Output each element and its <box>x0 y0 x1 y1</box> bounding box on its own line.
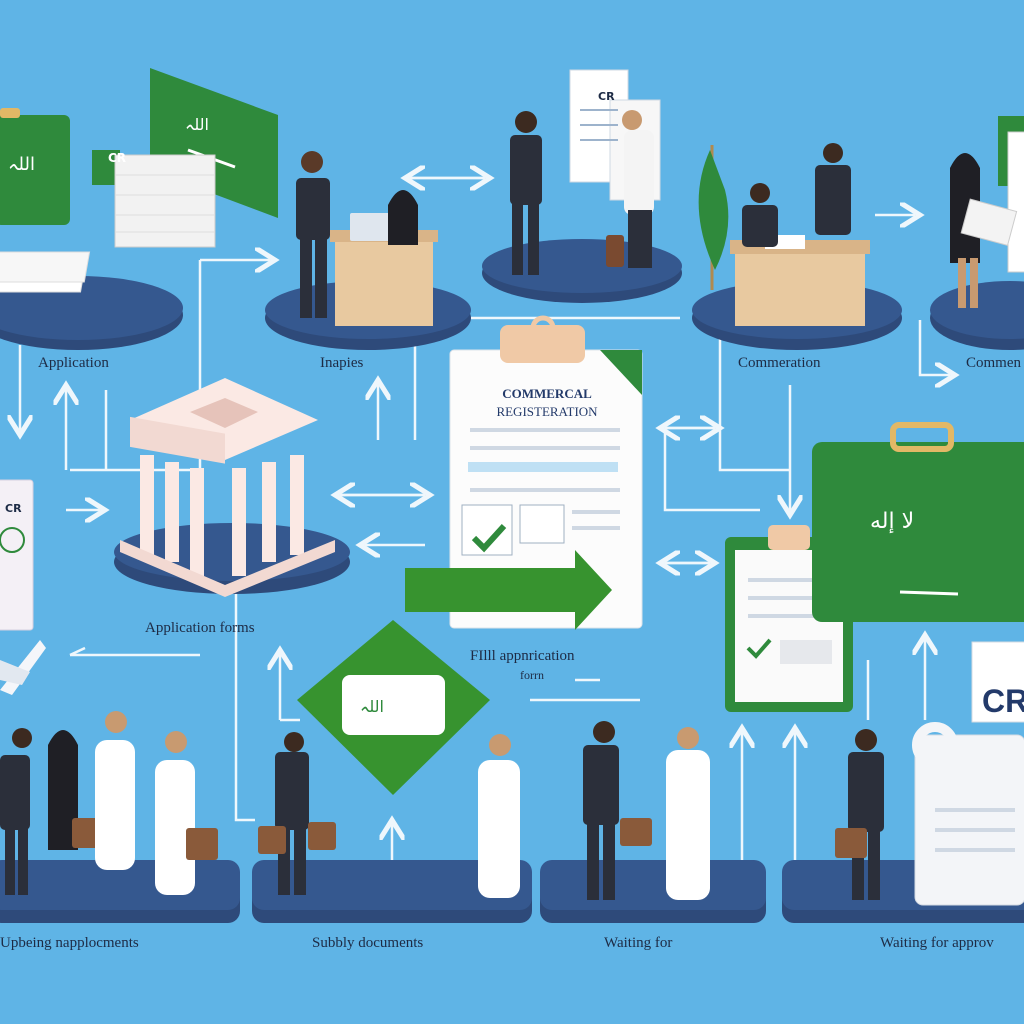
svg-text:اللہ: اللہ <box>185 115 209 134</box>
cr-tag-cube: CR <box>982 683 1024 719</box>
label-fill-form-line1: FIlll appnrication <box>470 648 575 664</box>
platform-waiting-approval <box>782 641 1024 923</box>
platform-waiting <box>540 721 766 923</box>
cr-document-left-icon <box>0 479 34 631</box>
label-gathering: Upbeing napplocments <box>0 935 139 951</box>
green-briefcase-icon: اللہ <box>0 108 70 225</box>
saudi-flag-pole-icon <box>698 145 729 290</box>
form-title-line2: REGISTERATION <box>496 404 598 419</box>
label-waiting-approval: Waiting for approv <box>880 935 994 951</box>
cr-tag-left: CR <box>5 502 22 515</box>
connector-arrows <box>20 178 950 860</box>
form-title-line1: COMMERCAL <box>502 386 592 401</box>
label-commerce-right: Commen <box>966 355 1021 371</box>
paper-stack-icon <box>92 150 216 248</box>
svg-text:اللہ: اللہ <box>8 154 35 175</box>
label-fill-form-line2: forrn <box>520 668 544 682</box>
airplane-icon <box>0 640 46 695</box>
cr-tag-document: CR <box>598 90 615 103</box>
platform-inquiries <box>265 151 471 350</box>
green-arrow-icon <box>405 550 612 630</box>
label-supply-documents: Subbly documents <box>312 935 424 951</box>
platform-gathering <box>0 711 240 923</box>
svg-text:اللہ: اللہ <box>360 697 384 716</box>
platform-document-exchange <box>482 69 682 303</box>
svg-text:لا إله: لا إله <box>870 509 914 534</box>
label-application: Application <box>38 355 109 371</box>
saudi-flag-briefcase-icon: لا إله <box>812 422 1024 622</box>
cr-tag-top: CR <box>108 151 126 165</box>
government-building-icon <box>114 378 350 597</box>
platform-application <box>0 251 183 350</box>
label-inquiries: Inapies <box>320 355 364 371</box>
platform-supply-documents <box>252 732 532 923</box>
platform-commerce-office <box>692 143 902 350</box>
platform-commerce-right <box>930 116 1024 350</box>
label-waiting: Waiting for <box>604 935 673 951</box>
label-commerce: Commeration <box>738 355 821 371</box>
label-application-forms: Application forms <box>145 620 255 636</box>
saudi-flag-diamond-icon: اللہ <box>297 620 490 795</box>
